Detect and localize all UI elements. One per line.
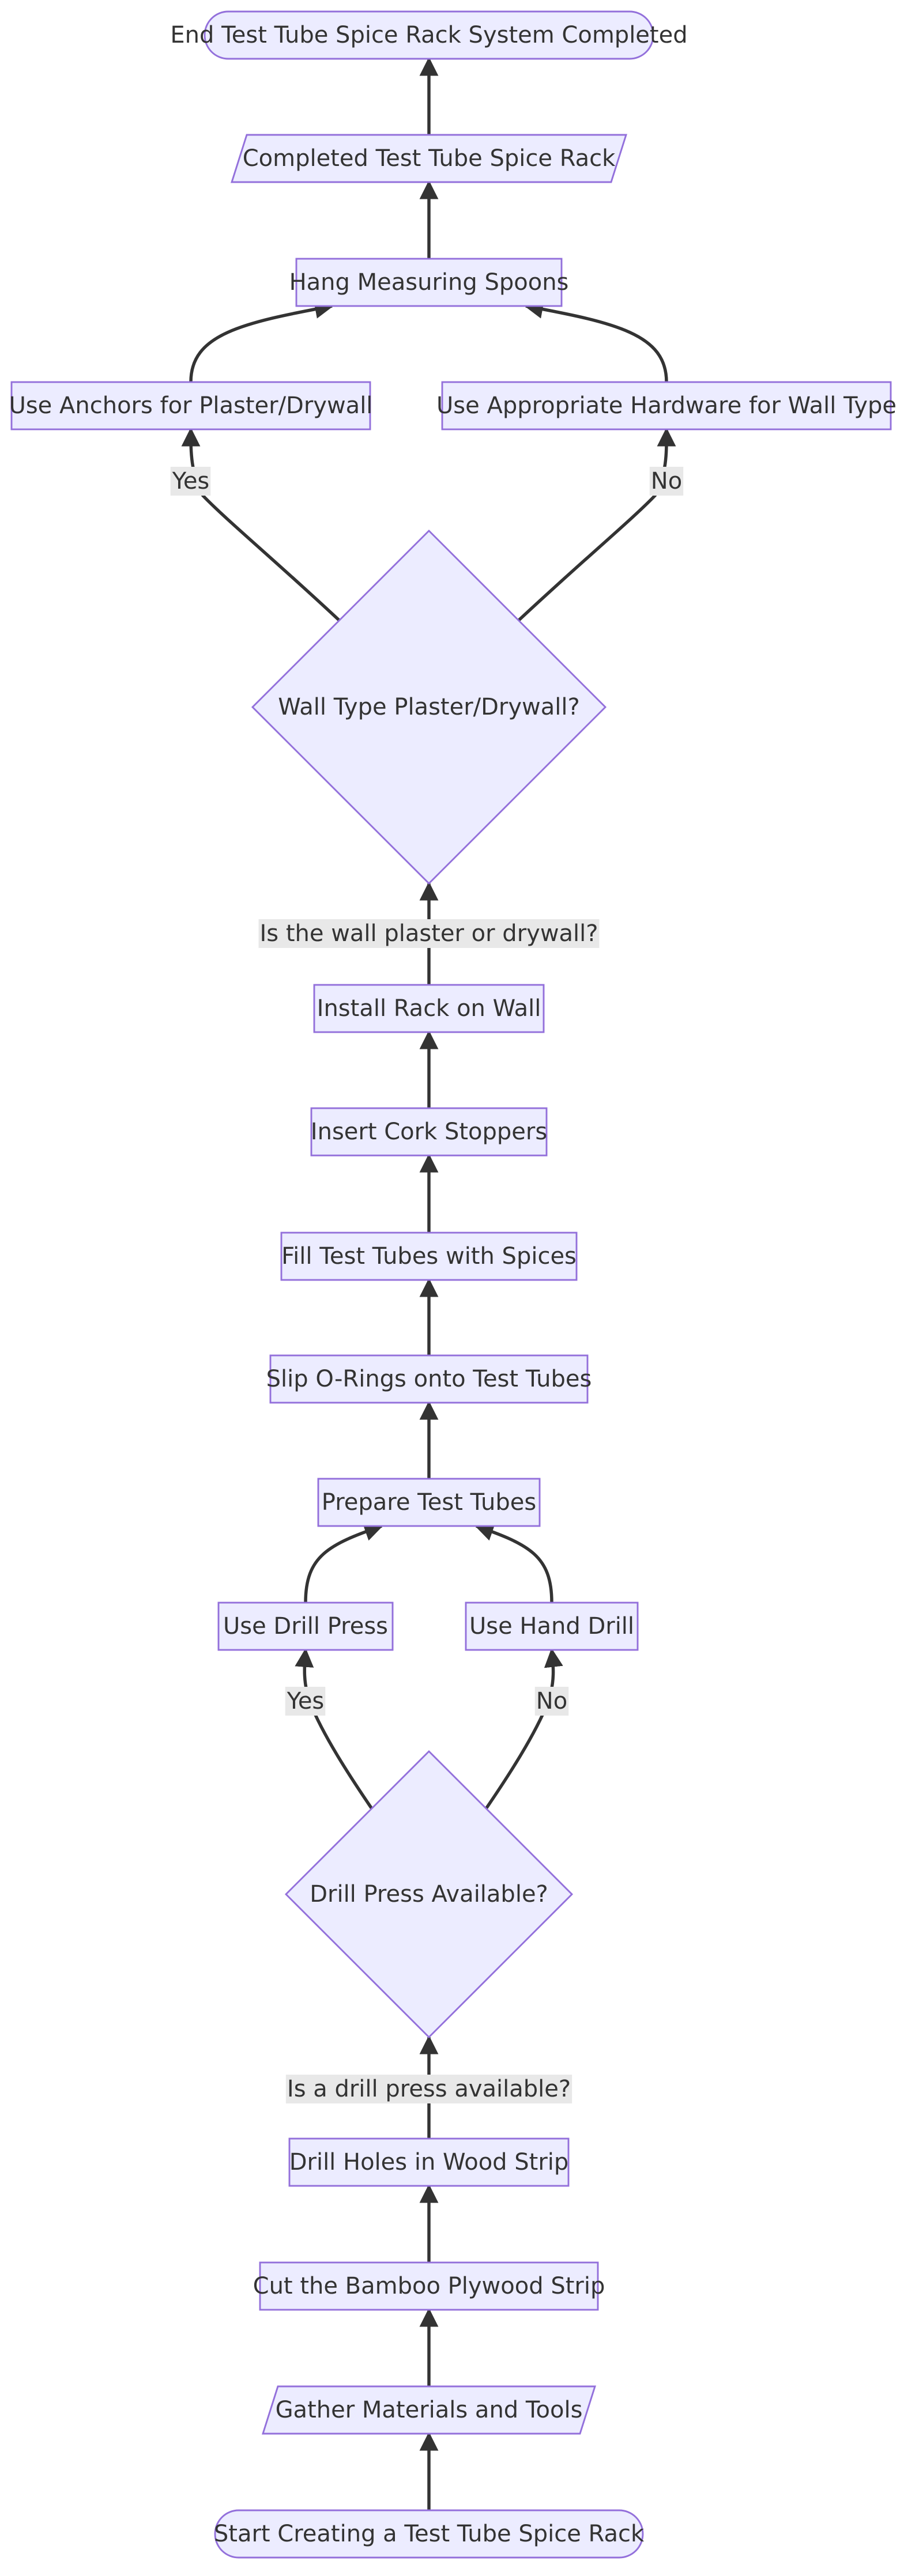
node-gather: Gather Materials and Tools	[262, 2385, 596, 2435]
node-shape-stadium	[214, 2509, 644, 2559]
node-shape-diamond	[284, 1750, 574, 2039]
node-shape-rect	[465, 1601, 639, 1651]
node-shape-rect	[313, 984, 545, 1033]
node-label: Wall Type Plaster/Drywall?	[278, 694, 579, 720]
node-wall-type: Wall Type Plaster/Drywall?	[251, 529, 607, 885]
node-shape-parallelogram	[231, 134, 627, 183]
node-shape-parallelogram	[262, 2385, 596, 2435]
edge-use-drill-press-to-prepare-tubes	[304, 1523, 384, 1603]
node-drill-press-q: Drill Press Available?	[284, 1750, 574, 2039]
edge-label-background	[258, 919, 600, 948]
node-insert-cork: Insert Cork Stoppers	[310, 1107, 548, 1157]
node-label: Prepare Test Tubes	[322, 1489, 536, 1516]
node-label: Hang Measuring Spoons	[289, 269, 569, 296]
node-shape-rect	[280, 1232, 578, 1281]
edge-drill-press-q-to-use-hand-drill	[484, 1648, 563, 1811]
node-label: Start Creating a Test Tube Spice Rack	[214, 2521, 645, 2547]
node-prepare-tubes: Prepare Test Tubes	[317, 1478, 541, 1527]
node-label: Completed Test Tube Spice Rack	[243, 145, 616, 172]
node-shape-rect	[288, 2137, 570, 2187]
node-slip-orings: Slip O-Rings onto Test Tubes	[266, 1354, 592, 1404]
node-install-rack: Install Rack on Wall	[313, 984, 545, 1033]
edge-label-text: Yes	[172, 468, 210, 494]
node-label: Fill Test Tubes with Spices	[281, 1243, 577, 1270]
node-label: Slip O-Rings onto Test Tubes	[266, 1366, 592, 1392]
edge-label-background	[649, 467, 684, 496]
edge-label-drill-press-q-to-use-hand-drill: No	[534, 1687, 569, 1716]
node-shape-rect	[441, 381, 892, 430]
node-label: Use Drill Press	[223, 1613, 388, 1640]
node-label: Use Appropriate Hardware for Wall Type	[436, 392, 897, 419]
node-completed: Completed Test Tube Spice Rack	[231, 134, 627, 183]
node-shape-rect	[217, 1601, 394, 1651]
edge-use-hand-drill-to-prepare-tubes	[474, 1523, 553, 1603]
edge-label-text: Yes	[287, 1688, 325, 1714]
edge-label-background	[285, 1687, 326, 1716]
node-fill-tubes: Fill Test Tubes with Spices	[280, 1232, 578, 1281]
node-label: Cut the Bamboo Plywood Strip	[253, 2273, 605, 2299]
node-drill-holes: Drill Holes in Wood Strip	[288, 2137, 570, 2187]
edge-label-install-rack-to-wall-type: Is the wall plaster or drywall?	[258, 919, 600, 948]
node-use-hand-drill: Use Hand Drill	[465, 1601, 639, 1651]
edge-use-anchors-to-hang-spoons	[189, 300, 334, 383]
node-use-hardware: Use Appropriate Hardware for Wall Type	[436, 381, 897, 430]
edge-label-drill-holes-to-drill-press-q: Is a drill press available?	[285, 2075, 572, 2103]
node-shape-diamond	[251, 529, 607, 885]
edge-label-text: Is a drill press available?	[287, 2076, 571, 2102]
edge-drill-press-q-to-use-drill-press	[295, 1648, 374, 1811]
node-label: Drill Holes in Wood Strip	[289, 2149, 569, 2175]
node-start: Start Creating a Test Tube Spice Rack	[214, 2509, 645, 2559]
edge-label-drill-press-q-to-use-drill-press: Yes	[285, 1687, 326, 1716]
node-shape-rect	[310, 1107, 548, 1157]
node-label: Use Anchors for Plaster/Drywall	[9, 392, 373, 419]
node-label: Gather Materials and Tools	[276, 2397, 583, 2423]
node-label: Drill Press Available?	[310, 1881, 548, 1908]
node-label: End Test Tube Spice Rack System Complete…	[170, 22, 687, 48]
node-shape-rect	[259, 2261, 599, 2311]
node-label: Install Rack on Wall	[317, 995, 541, 1022]
node-cut-strip: Cut the Bamboo Plywood Strip	[253, 2261, 605, 2311]
edge-label-wall-type-to-use-hardware: No	[649, 467, 684, 496]
edge-label-text: Is the wall plaster or drywall?	[259, 920, 598, 947]
node-label: Insert Cork Stoppers	[311, 1119, 547, 1145]
node-end: End Test Tube Spice Rack System Complete…	[170, 10, 688, 60]
edge-wall-type-to-use-anchors	[181, 427, 341, 622]
node-label: Use Hand Drill	[469, 1613, 634, 1640]
edge-label-background	[534, 1687, 569, 1716]
node-use-anchors: Use Anchors for Plaster/Drywall	[9, 381, 373, 430]
edge-label-wall-type-to-use-anchors: Yes	[170, 467, 211, 496]
edge-label-text: No	[651, 468, 682, 494]
edge-label-background	[285, 2075, 572, 2103]
node-hang-spoons: Hang Measuring Spoons	[289, 258, 569, 307]
nodes-layer: End Test Tube Spice Rack System Complete…	[9, 10, 897, 2559]
node-shape-rect	[10, 381, 371, 430]
node-shape-rect	[295, 258, 563, 307]
node-shape-rect	[317, 1478, 541, 1527]
edge-label-text: No	[536, 1688, 567, 1714]
node-use-drill-press: Use Drill Press	[217, 1601, 394, 1651]
node-shape-rect	[269, 1354, 589, 1404]
edge-use-hardware-to-hang-spoons	[523, 300, 668, 383]
edge-label-background	[170, 467, 211, 496]
edge-wall-type-to-use-hardware	[517, 427, 676, 622]
node-shape-stadium	[204, 10, 654, 60]
